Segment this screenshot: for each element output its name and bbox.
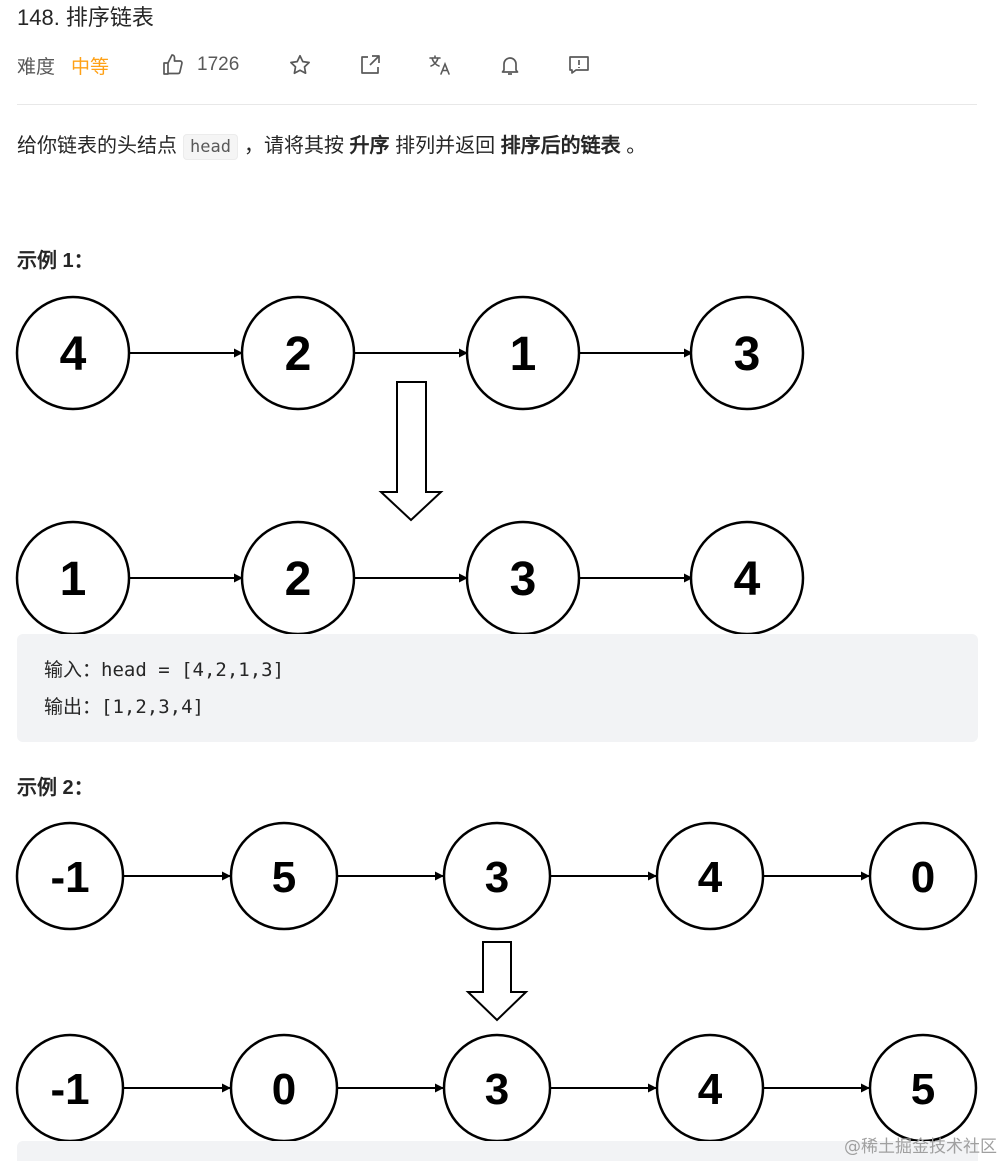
desc-text-4: 。 xyxy=(626,135,647,157)
node-value: -1 xyxy=(50,1065,89,1114)
example-1-diagram: 4 2 1 3 1 2 3 4 xyxy=(15,295,805,635)
list-node: 3 xyxy=(442,1033,552,1143)
example-1-before-list: 4 2 1 3 xyxy=(15,295,805,411)
list-node: 4 xyxy=(655,821,765,931)
node-value: 5 xyxy=(911,1065,935,1114)
example-2-after-list: -1 0 3 4 5 xyxy=(15,1033,978,1143)
example-1-code-block: 输入：head = [4,2,1,3] 输出：[1,2,3,4] xyxy=(17,634,978,742)
desc-text-2: ，请将其按 xyxy=(243,135,344,157)
node-value: 3 xyxy=(485,1065,509,1114)
desc-text-3: 排列并返回 xyxy=(395,135,496,157)
inline-code-head: head xyxy=(183,134,238,160)
node-value: 3 xyxy=(734,328,761,381)
star-icon[interactable] xyxy=(287,52,313,78)
list-node: -1 xyxy=(15,1033,125,1143)
translate-icon[interactable] xyxy=(427,52,453,78)
node-value: -1 xyxy=(50,853,89,902)
problem-title: 148. 排序链表 xyxy=(17,5,154,30)
node-value: 2 xyxy=(285,328,312,381)
node-value: 4 xyxy=(698,1065,723,1114)
list-node: 5 xyxy=(868,1033,978,1143)
node-value: 0 xyxy=(911,853,935,902)
sort-down-arrow xyxy=(378,381,444,522)
example-1-after-list: 1 2 3 4 xyxy=(15,520,805,635)
node-value: 1 xyxy=(510,328,537,381)
node-value: 5 xyxy=(272,853,296,902)
example-1-output: 输出：[1,2,3,4] xyxy=(44,696,204,718)
example-2-code-block xyxy=(17,1141,978,1161)
node-value: 4 xyxy=(734,553,761,606)
example-2-diagram: -1 5 3 4 0 -1 0 3 4 5 xyxy=(15,821,978,1143)
node-value: 4 xyxy=(60,328,87,381)
node-value: 3 xyxy=(510,553,537,606)
share-icon[interactable] xyxy=(357,52,383,78)
thumbs-up-icon[interactable] xyxy=(160,52,186,78)
desc-text-1: 给你链表的头结点 xyxy=(17,135,177,157)
node-value: 0 xyxy=(272,1065,296,1114)
divider xyxy=(17,104,977,105)
node-value: 4 xyxy=(698,853,723,902)
sort-down-arrow xyxy=(465,941,529,1022)
node-value: 1 xyxy=(60,553,87,606)
example-2-title: 示例 2： xyxy=(17,777,94,799)
like-count: 1726 xyxy=(197,54,240,75)
list-node: 5 xyxy=(229,821,339,931)
feedback-icon[interactable] xyxy=(566,52,592,78)
example-1-title: 示例 1： xyxy=(17,250,94,272)
list-node: 0 xyxy=(229,1033,339,1143)
difficulty-label: 难度 xyxy=(17,56,56,78)
desc-bold-ascending: 升序 xyxy=(349,135,390,157)
list-node: 0 xyxy=(868,821,978,931)
bell-icon[interactable] xyxy=(497,52,523,78)
list-node: 4 xyxy=(655,1033,765,1143)
list-node: 3 xyxy=(689,295,805,411)
list-node: -1 xyxy=(15,821,125,931)
watermark: @稀土掘金技术社区 xyxy=(844,1137,997,1157)
list-node: 3 xyxy=(442,821,552,931)
problem-description: 给你链表的头结点 head，请将其按 升序 排列并返回 排序后的链表 。 xyxy=(17,131,646,162)
desc-bold-sorted-list: 排序后的链表 xyxy=(500,135,621,157)
list-node: 4 xyxy=(689,520,805,635)
list-node: 4 xyxy=(15,295,131,411)
list-node: 1 xyxy=(15,520,131,635)
example-1-input: 输入：head = [4,2,1,3] xyxy=(44,659,285,681)
difficulty-badge: 中等 xyxy=(71,56,110,78)
list-node: 2 xyxy=(240,295,356,411)
node-value: 2 xyxy=(285,553,312,606)
list-node: 3 xyxy=(465,520,581,635)
example-2-before-list: -1 5 3 4 0 xyxy=(15,821,978,931)
node-value: 3 xyxy=(485,853,509,902)
list-node: 1 xyxy=(465,295,581,411)
list-node: 2 xyxy=(240,520,356,635)
difficulty-row: 难度 中等 xyxy=(17,50,109,80)
